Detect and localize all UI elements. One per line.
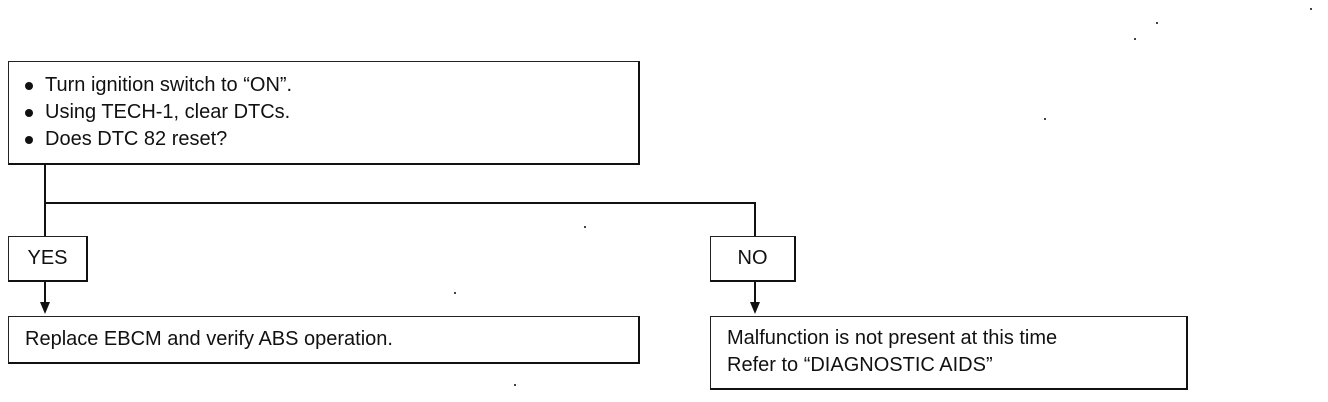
bullet-icon bbox=[25, 81, 33, 90]
step-text-2: Using TECH-1, clear DTCs. bbox=[45, 101, 291, 123]
no-label: NO bbox=[737, 247, 768, 269]
step-item: Turn ignition switch to “ON”. bbox=[25, 72, 638, 99]
bullet-icon bbox=[25, 108, 33, 117]
no-label-box: NO bbox=[710, 236, 796, 282]
step-box: Turn ignition switch to “ON”. Using TECH… bbox=[8, 61, 640, 165]
step-item: Using TECH-1, clear DTCs. bbox=[25, 99, 638, 126]
connector-trunk bbox=[44, 165, 46, 236]
yes-arrow-line bbox=[44, 282, 46, 304]
yes-outcome-box: Replace EBCM and verify ABS operation. bbox=[8, 316, 640, 364]
no-arrow-line bbox=[754, 282, 756, 304]
yes-outcome-text: Replace EBCM and verify ABS operation. bbox=[25, 328, 393, 350]
yes-arrow-head bbox=[40, 302, 50, 314]
scan-speck bbox=[584, 226, 586, 228]
step-text-1: Turn ignition switch to “ON”. bbox=[45, 74, 293, 96]
scan-speck bbox=[1134, 38, 1136, 40]
connector-no-branch bbox=[754, 202, 756, 236]
step-text-3: Does DTC 82 reset? bbox=[45, 128, 228, 150]
bullet-icon bbox=[25, 135, 33, 144]
no-outcome-line-1: Malfunction is not present at this time bbox=[727, 327, 1058, 349]
yes-label: YES bbox=[27, 247, 68, 269]
no-outcome-line-2: Refer to “DIAGNOSTIC AIDS” bbox=[727, 354, 993, 376]
scan-speck bbox=[1310, 8, 1312, 10]
no-arrow-head bbox=[750, 302, 760, 314]
connector-horizontal bbox=[44, 202, 756, 204]
no-outcome-box: Malfunction is not present at this time … bbox=[710, 316, 1188, 390]
step-item: Does DTC 82 reset? bbox=[25, 126, 638, 153]
scan-speck bbox=[514, 384, 516, 386]
scan-speck bbox=[1156, 22, 1158, 24]
scan-speck bbox=[454, 292, 456, 294]
scan-speck bbox=[1044, 118, 1046, 120]
yes-label-box: YES bbox=[8, 236, 88, 282]
